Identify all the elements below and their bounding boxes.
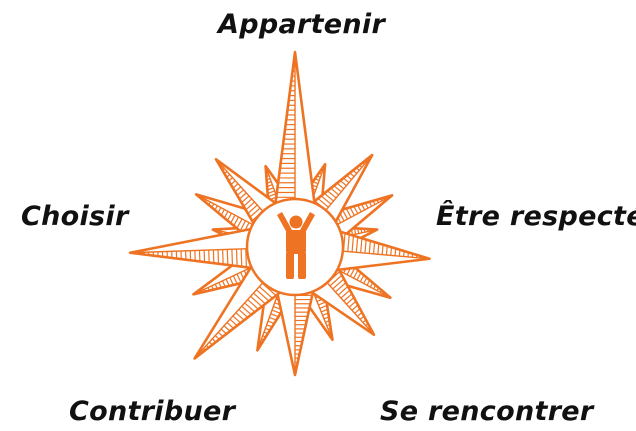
ray-bottom-left-hatch bbox=[201, 352, 202, 353]
ray-left-hatch bbox=[232, 249, 233, 265]
ray-right-hatch bbox=[386, 246, 387, 255]
label-etre-respecte: Être respecté bbox=[436, 203, 636, 230]
ray-right-hatch bbox=[391, 247, 392, 255]
ray-upper-left-hatch bbox=[218, 162, 219, 163]
ray-bottom-right-lower-hatch bbox=[330, 332, 332, 333]
ray-left-hatch bbox=[227, 249, 228, 265]
label-choisir: Choisir bbox=[21, 203, 129, 230]
ray-left-hatch bbox=[223, 250, 224, 265]
ray-bottom-lower-hatch bbox=[261, 339, 263, 340]
ray-short-1-hatch bbox=[321, 170, 323, 171]
label-appartenir: Appartenir bbox=[218, 11, 385, 38]
ray-right-hatch bbox=[395, 249, 396, 256]
ray-short-3-hatch bbox=[364, 229, 365, 232]
ray-short-2-hatch bbox=[266, 172, 268, 173]
ray-upper-right-hatch bbox=[366, 160, 367, 161]
ray-right-upper-hatch bbox=[384, 198, 385, 199]
label-se-rencontrer: Se rencontrer bbox=[380, 398, 594, 425]
ray-upper-right-hatch bbox=[369, 158, 370, 159]
ray-left-hatch bbox=[237, 249, 238, 266]
ray-left-upper-hatch bbox=[202, 198, 203, 199]
ray-short-3-hatch bbox=[367, 229, 368, 232]
ray-right-lower-hatch bbox=[384, 293, 385, 294]
ray-bottom-left-hatch bbox=[198, 355, 199, 356]
ray-right-hatch bbox=[399, 250, 400, 256]
ray-left-lower-hatch bbox=[201, 291, 202, 293]
ray-upper-left-hatch bbox=[220, 165, 221, 166]
label-contribuer: Contribuer bbox=[69, 398, 235, 425]
ray-bottom-right-hatch bbox=[371, 331, 372, 332]
ray-bottom-lower-hatch bbox=[260, 343, 262, 344]
ray-left-hatch bbox=[241, 249, 242, 267]
